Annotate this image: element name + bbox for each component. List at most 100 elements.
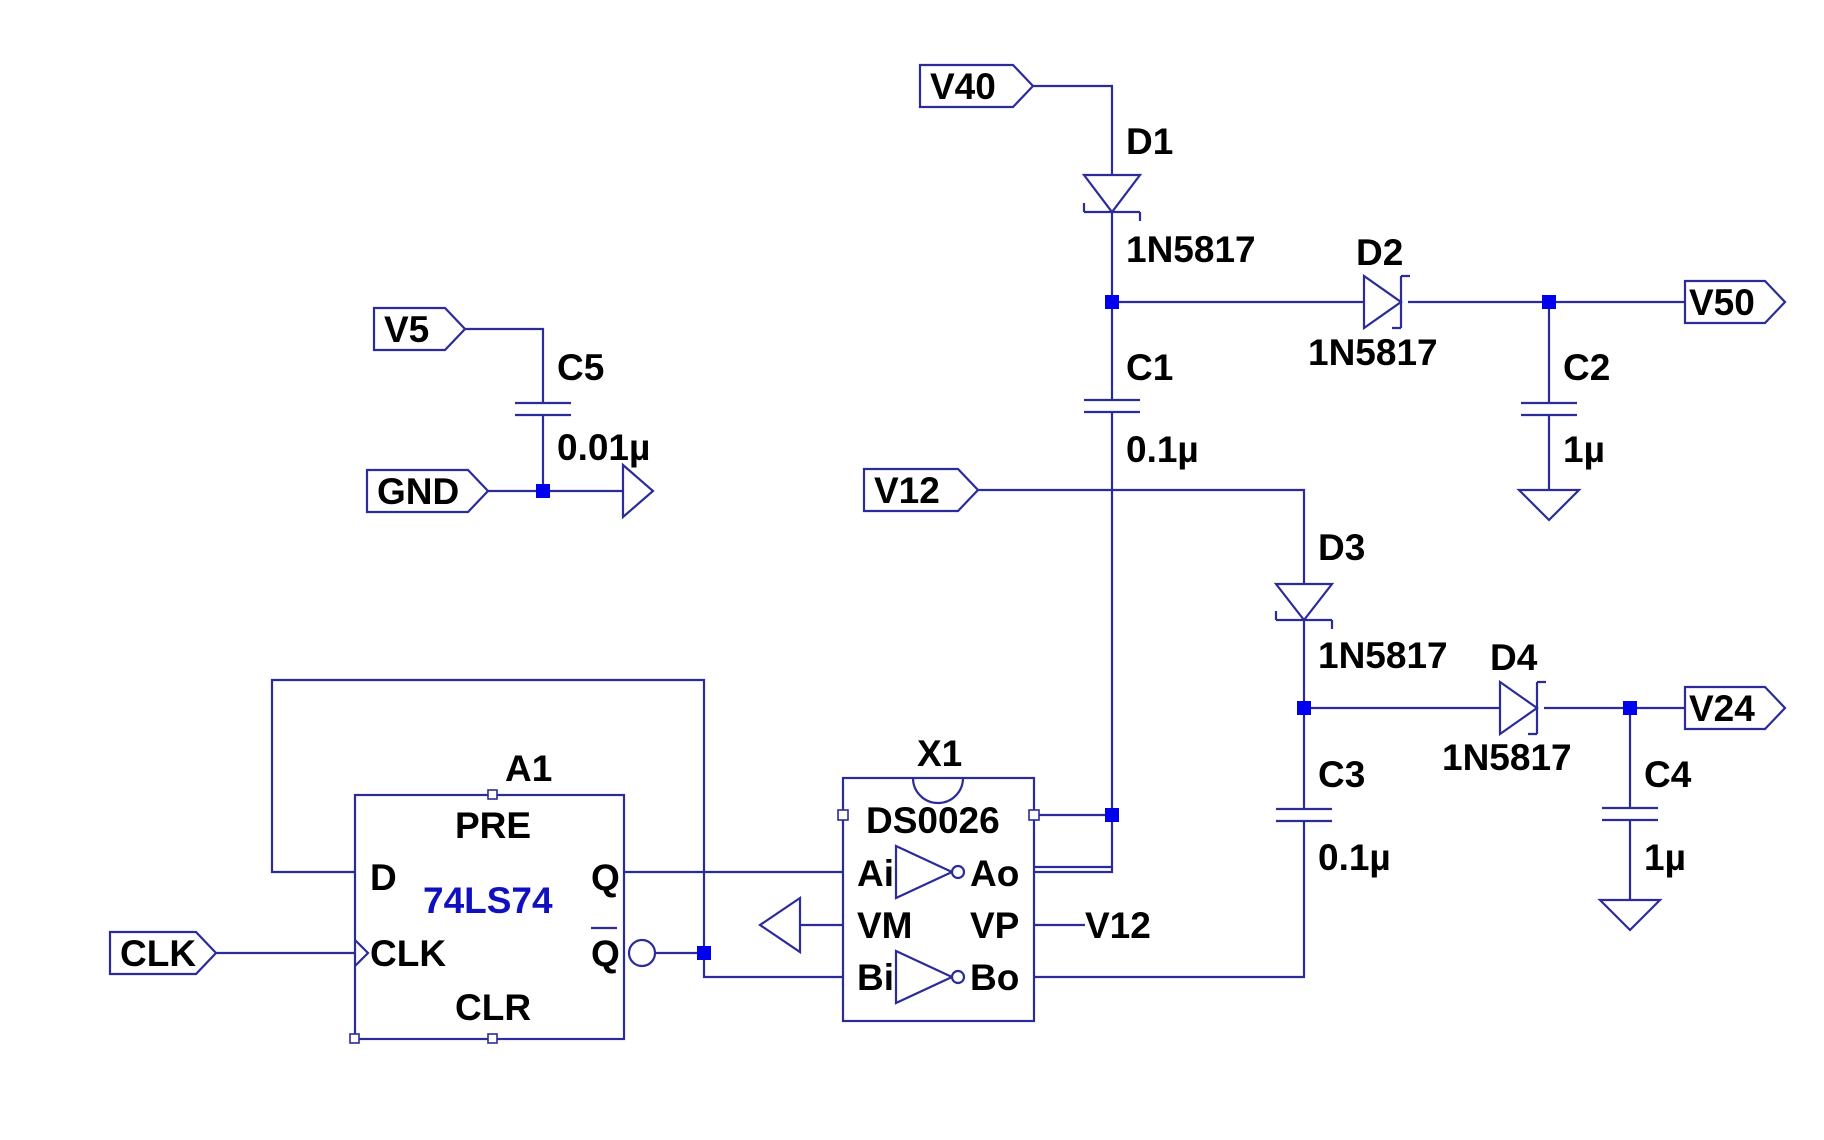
- wire-c3-bo: [1034, 821, 1306, 979]
- wire-c1-x1: [1034, 412, 1114, 869]
- buffer-b-icon: [894, 949, 955, 1005]
- capacitor-c2: C2 1µ: [1521, 347, 1610, 470]
- capacitor-c2-ref: C2: [1563, 347, 1610, 388]
- capacitor-c5-value: 0.01µ: [557, 427, 650, 468]
- net-labels: V40 V5 GND V12 V50 V24 CLK V12: [108, 63, 1787, 976]
- driver-x1-pin-ao: Ao: [970, 853, 1019, 894]
- ground-c5-icon: [621, 462, 655, 520]
- capacitor-c3: C3 0.1µ: [1276, 754, 1391, 878]
- diode-d1-ref: D1: [1126, 121, 1173, 162]
- diode-d2: D2 1N5817: [1308, 232, 1438, 373]
- diode-d4-ref: D4: [1490, 637, 1538, 678]
- flip-flop-a1-pre-pin: [487, 789, 498, 800]
- capacitor-c4-icon: [1602, 806, 1658, 822]
- diode-d3-ref: D3: [1318, 527, 1365, 568]
- net-label-gnd: GND: [365, 468, 490, 514]
- net-label-v5-text: V5: [384, 309, 429, 350]
- capacitor-c1: C1 0.1µ: [1084, 347, 1199, 470]
- driver-x1-part: DS0026: [866, 800, 1000, 841]
- ground-c4-icon: [1597, 898, 1663, 932]
- net-label-v24-text: V24: [1689, 688, 1755, 729]
- driver-x1-ref: X1: [917, 733, 962, 774]
- driver-x1-pin-bi: Bi: [857, 957, 894, 998]
- flip-flop-a1-pin-clr: CLR: [455, 987, 531, 1028]
- wire-gnd-c5: [488, 415, 623, 493]
- clock-triangle-icon: [354, 939, 370, 967]
- capacitor-c1-ref: C1: [1126, 347, 1173, 388]
- capacitor-c4-value: 1µ: [1644, 837, 1686, 878]
- net-label-v5: V5: [372, 306, 467, 352]
- capacitor-c1-icon: [1084, 398, 1140, 414]
- net-label-v50: V50: [1683, 279, 1787, 325]
- buffer-b-bubble-icon: [950, 969, 966, 985]
- capacitor-c5-ref: C5: [557, 347, 604, 388]
- junction-gnd: [536, 484, 550, 498]
- flip-flop-a1-pin-clk: CLK: [370, 933, 446, 974]
- junction-d3-c3: [1297, 701, 1311, 715]
- driver-x1-pin-ai: Ai: [857, 853, 894, 894]
- ground-vm-icon: [758, 895, 802, 955]
- capacitor-c2-icon: [1521, 401, 1577, 417]
- junction-qbar: [697, 946, 711, 960]
- wire-v12-d3: [978, 488, 1306, 584]
- flip-flop-a1-corner-pin: [349, 1033, 360, 1044]
- buffer-a-icon: [894, 844, 955, 900]
- diode-d3-value: 1N5817: [1318, 635, 1448, 676]
- capacitor-c2-value: 1µ: [1563, 429, 1605, 470]
- diode-d3: D3 1N5817: [1273, 527, 1448, 676]
- diode-d2-ref: D2: [1356, 232, 1403, 273]
- flip-flop-a1-pin-q: Q: [591, 857, 620, 898]
- diode-d2-icon: [1362, 273, 1410, 331]
- flip-flop-a1-pin-pre: PRE: [455, 805, 531, 846]
- wires: [216, 84, 1685, 979]
- junction-x1-right: [1105, 808, 1119, 822]
- net-label-v12-left-text: V12: [874, 470, 940, 511]
- net-label-v40: V40: [918, 63, 1035, 109]
- driver-x1-notch-icon: [911, 777, 965, 805]
- capacitor-c4: C4 1µ: [1602, 754, 1692, 878]
- wire-v40-d1: [1033, 84, 1114, 175]
- diode-d1-value: 1N5817: [1126, 229, 1256, 270]
- driver-x1-pin-vp: VP: [970, 905, 1019, 946]
- net-label-v12-left: V12: [862, 467, 980, 513]
- capacitor-c3-ref: C3: [1318, 754, 1365, 795]
- junctions: [536, 295, 1637, 960]
- capacitor-c5: C5 0.01µ: [515, 347, 650, 468]
- junction-v24: [1623, 701, 1637, 715]
- wire-feedback: [270, 678, 706, 953]
- diode-d4-value: 1N5817: [1442, 737, 1572, 778]
- net-label-v24: V24: [1683, 685, 1787, 731]
- flip-flop-a1-pin-qbar: Q: [591, 933, 620, 974]
- diode-d4-icon: [1498, 679, 1546, 737]
- junction-v50: [1542, 295, 1556, 309]
- diode-d4: D4 1N5817: [1442, 637, 1572, 778]
- net-label-v12-right: V12: [1085, 905, 1151, 946]
- net-label-clk: CLK: [108, 930, 218, 976]
- flip-flop-a1-pin-d: D: [370, 857, 397, 898]
- driver-x1: X1 DS0026 Ai Ao VM VP Bi Bo: [837, 733, 1040, 1023]
- driver-x1-pin-left: [837, 809, 849, 821]
- flip-flop-a1-ref: A1: [505, 748, 552, 789]
- capacitor-c1-value: 0.1µ: [1126, 429, 1199, 470]
- diode-d3-icon: [1273, 582, 1335, 629]
- driver-x1-body: [841, 776, 1036, 1023]
- wire-ao: [1034, 867, 1114, 874]
- buffer-a-bubble-icon: [950, 864, 966, 880]
- wire-v5-c5: [465, 327, 545, 403]
- net-label-clk-text: CLK: [120, 933, 196, 974]
- flip-flop-a1-clr-pin: [487, 1033, 498, 1044]
- capacitor-c5-icon: [515, 401, 571, 417]
- junction-d1-c1: [1105, 295, 1119, 309]
- net-label-gnd-text: GND: [377, 471, 459, 512]
- diode-d1: D1 1N5817: [1081, 121, 1256, 270]
- capacitor-c4-ref: C4: [1644, 754, 1692, 795]
- diode-d2-value: 1N5817: [1308, 332, 1438, 373]
- ground-c2-icon: [1516, 488, 1582, 522]
- flip-flop-a1: A1 PRE D CLK CLR Q Q 74LS74: [349, 748, 657, 1044]
- capacitor-c3-value: 0.1µ: [1318, 837, 1391, 878]
- inverter-bubble-icon: [627, 938, 657, 968]
- driver-x1-pin-bo: Bo: [970, 957, 1019, 998]
- wire-qbar-bi: [656, 951, 843, 979]
- diode-d1-icon: [1081, 173, 1143, 221]
